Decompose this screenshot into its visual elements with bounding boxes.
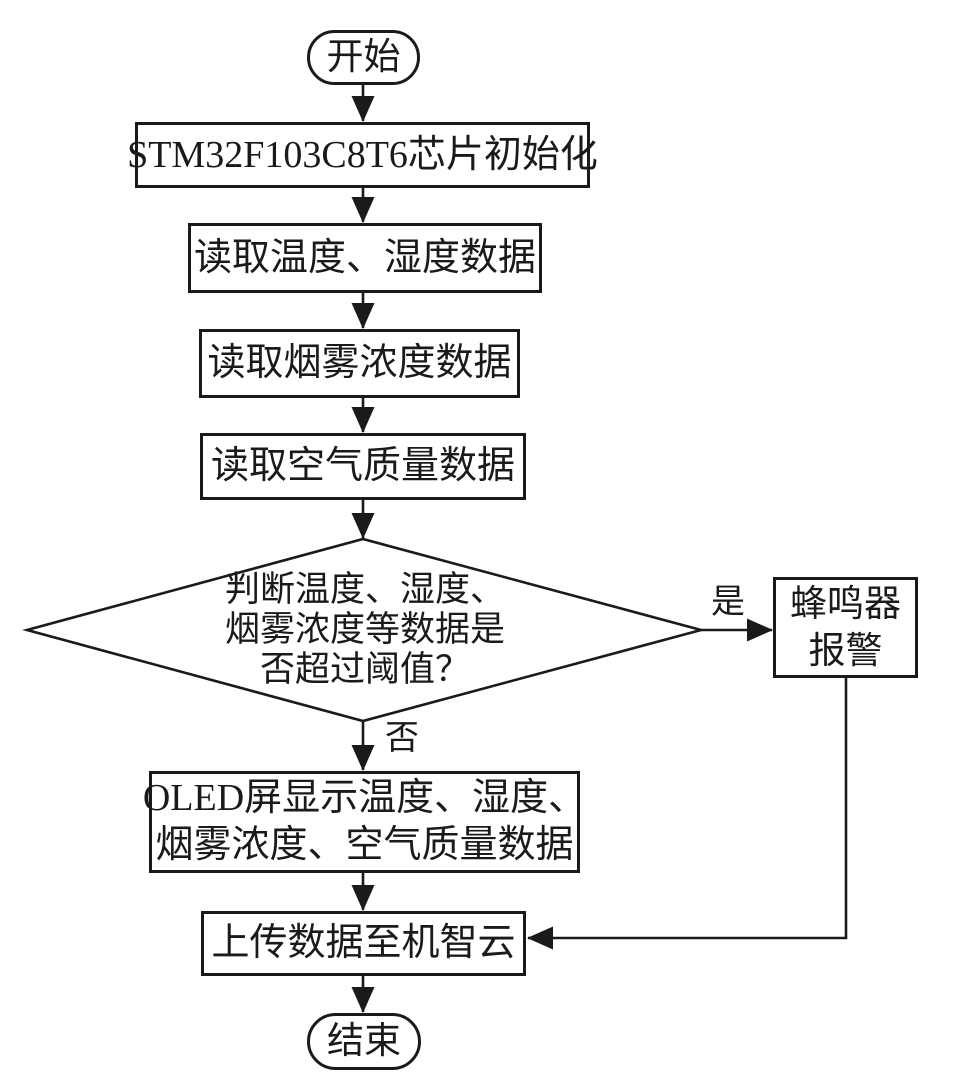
- decision-line-2: 烟雾浓度等数据是: [224, 610, 505, 649]
- end-node: 结束: [307, 1013, 421, 1070]
- start-node: 开始: [307, 30, 420, 85]
- upload-cloud-node: 上传数据至机智云: [201, 911, 526, 976]
- buzzer-alarm-line-1: 蜂鸣器: [790, 583, 901, 625]
- edge-buzzer-to-upload: [527, 677, 848, 950]
- oled-display-node: OLED屏显示温度、湿度、 烟雾浓度、空气质量数据: [143, 771, 586, 873]
- buzzer-alarm-node: 蜂鸣器 报警: [773, 577, 918, 678]
- end-label: 结束: [327, 1020, 401, 1062]
- read-temp-humidity-node: 读取温度、湿度数据: [188, 223, 542, 293]
- decision-line-3: 否超过阈值？: [259, 650, 470, 689]
- oled-display-line-2: 烟雾浓度、空气质量数据: [155, 824, 574, 866]
- no-branch-label: 否: [385, 720, 419, 757]
- buzzer-alarm-line-2: 报警: [808, 630, 883, 672]
- init-label: STM32F103C8T6芯片初始化: [127, 133, 598, 176]
- upload-cloud-label: 上传数据至机智云: [211, 922, 516, 965]
- oled-display-line-1: OLED屏显示温度、湿度、: [142, 777, 587, 819]
- decision-line-1: 判断温度、湿度、: [224, 570, 505, 609]
- yes-branch-label: 是: [711, 584, 745, 621]
- decision-node: 判断温度、湿度、 烟雾浓度等数据是 否超过阈值？: [178, 570, 552, 690]
- read-smoke-node: 读取烟雾浓度数据: [199, 329, 520, 398]
- init-process-node: STM32F103C8T6芯片初始化: [127, 122, 598, 188]
- read-smoke-label: 读取烟雾浓度数据: [207, 342, 512, 385]
- read-air-quality-label: 读取空气质量数据: [210, 445, 515, 488]
- start-label: 开始: [326, 36, 401, 78]
- read-air-quality-node: 读取空气质量数据: [200, 433, 526, 500]
- read-temp-humidity-label: 读取温度、湿度数据: [193, 236, 536, 279]
